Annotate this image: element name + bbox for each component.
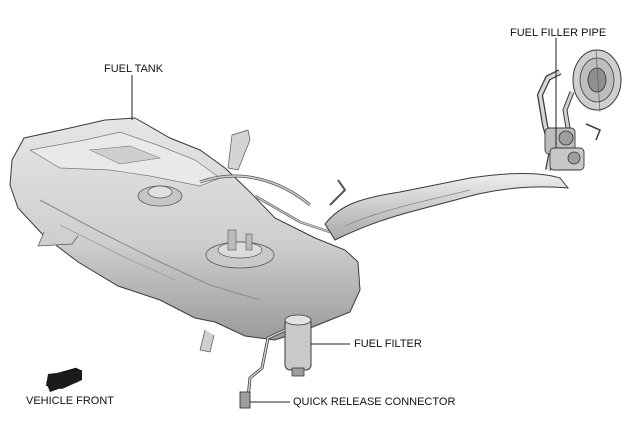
label-quick-release-connector: QUICK RELEASE CONNECTOR	[293, 396, 456, 408]
label-vehicle-front: VEHICLE FRONT	[26, 395, 115, 407]
label-fuel-filter: FUEL FILTER	[354, 338, 422, 350]
vehicle-front-arrow-icon	[46, 367, 83, 392]
fuel-filler-pipe	[324, 49, 622, 241]
quick-release-connector	[239, 391, 251, 409]
fuel-hoses	[199, 174, 347, 234]
leader-lines	[131, 38, 557, 403]
fuel-tank	[9, 117, 361, 353]
label-fuel-filler-pipe: FUEL FILLER PIPE	[510, 27, 607, 39]
filler-neck	[572, 49, 622, 113]
fuel-filter	[246, 314, 312, 399]
label-fuel-tank: FUEL TANK	[104, 63, 164, 75]
